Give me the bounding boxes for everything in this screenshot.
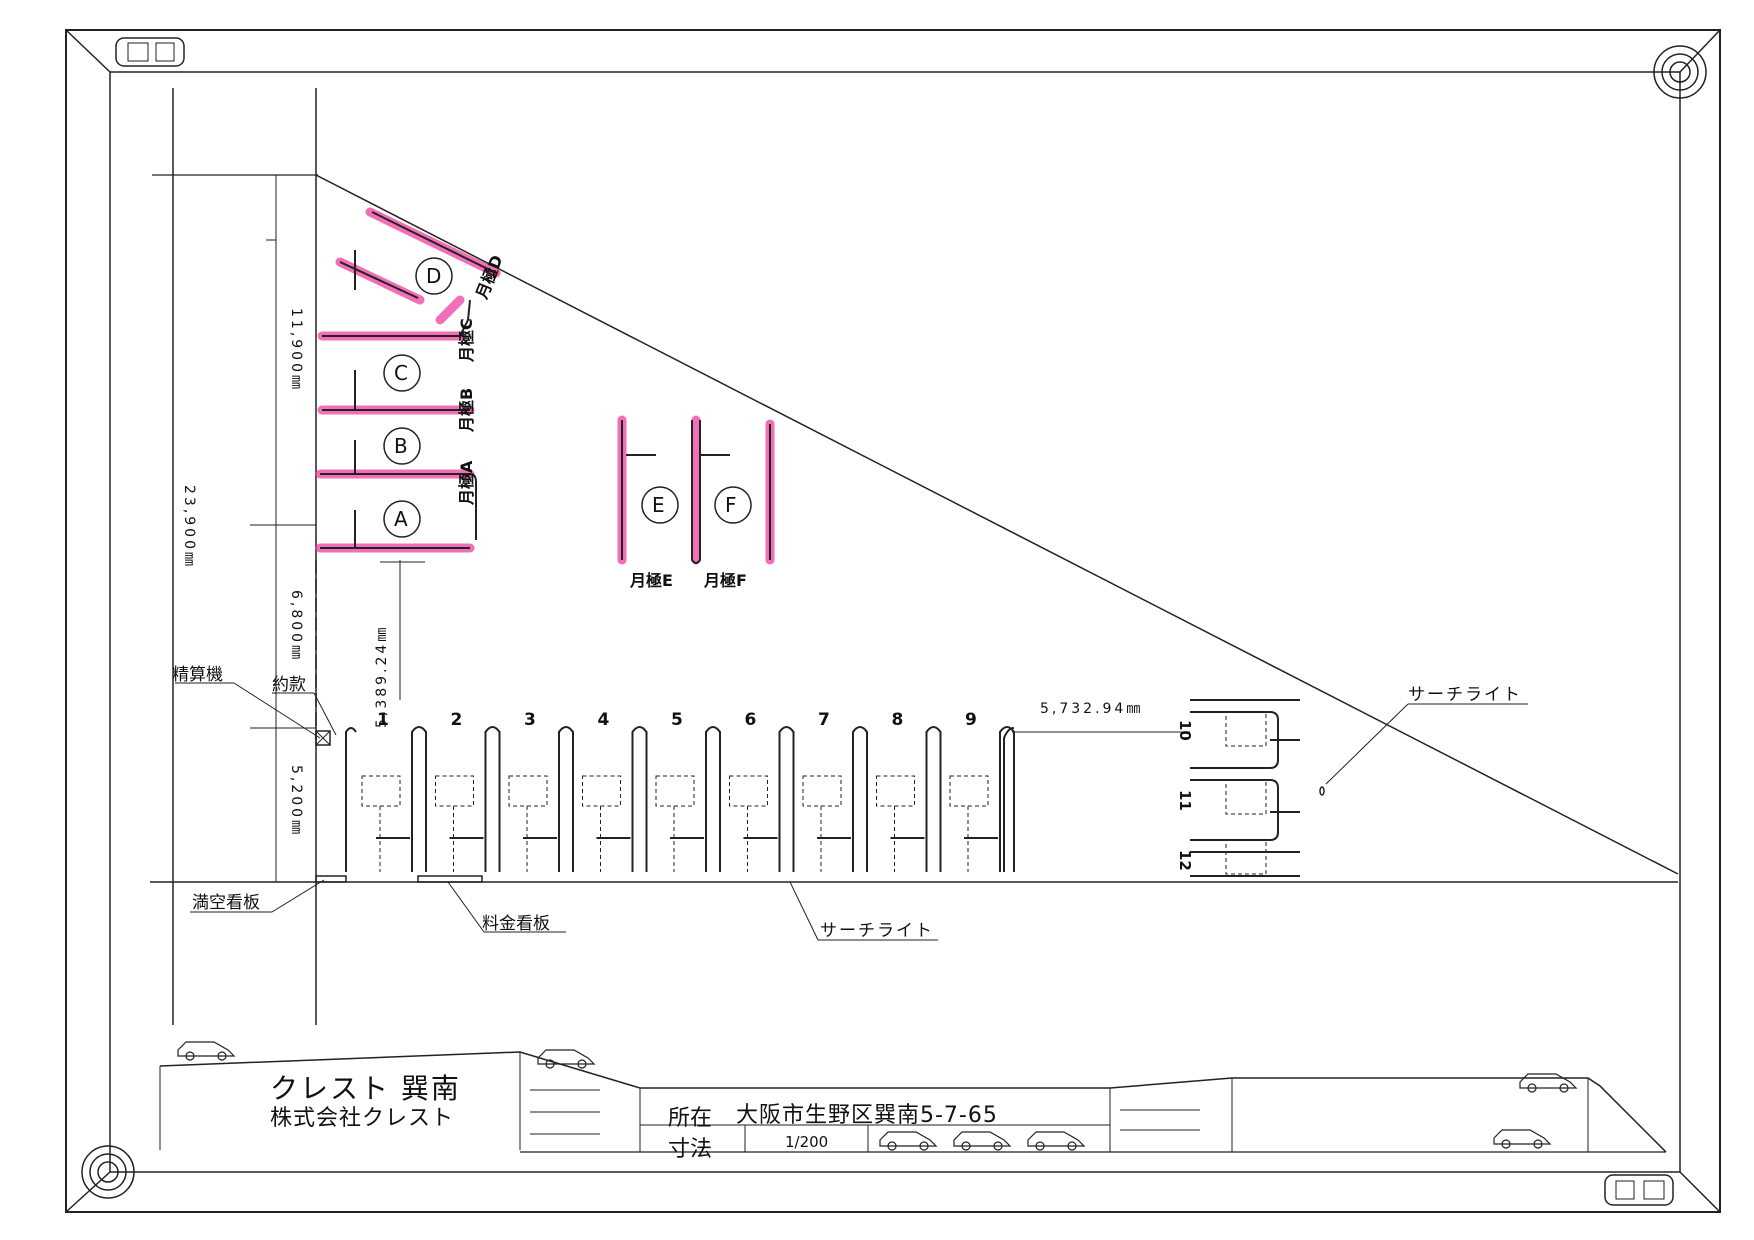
end-post bbox=[345, 727, 357, 872]
car-icon bbox=[953, 1131, 1012, 1151]
outer-frame bbox=[65, 29, 1721, 1213]
car-icon bbox=[879, 1131, 938, 1151]
space-number: 3 bbox=[524, 710, 536, 730]
svg-text:A: A bbox=[394, 507, 408, 531]
space-divider bbox=[705, 726, 721, 872]
svg-text:E: E bbox=[652, 493, 665, 517]
scale-value: 1/200 bbox=[785, 1133, 828, 1151]
monthly-label-a: 月極A bbox=[457, 460, 476, 506]
space-number: 4 bbox=[598, 710, 610, 730]
space-number: 7 bbox=[818, 710, 830, 730]
svg-text:F: F bbox=[725, 493, 737, 517]
monthly-space-b: B bbox=[383, 427, 421, 465]
title-band bbox=[159, 1051, 1667, 1153]
scale-label: 寸法 bbox=[668, 1137, 712, 1162]
dimension-5389: 5,389.24㎜ bbox=[374, 625, 390, 728]
parking-space-6: 6 bbox=[729, 710, 795, 872]
facility-name: クレスト 巽南 bbox=[270, 1072, 461, 1105]
space-number: 1 bbox=[377, 710, 389, 730]
searchlight-bottom-label: サーチライト bbox=[820, 921, 934, 941]
svg-text:D: D bbox=[426, 264, 441, 288]
monthly-space-d: D bbox=[415, 257, 453, 295]
parking-space-4: 4 bbox=[582, 710, 648, 872]
dimension-11900: 11,900㎜ bbox=[288, 308, 304, 392]
monthly-label-c: 月極C bbox=[457, 318, 476, 363]
location-value: 大阪市生野区巽南5-7-65 bbox=[736, 1103, 998, 1128]
space-number-10: 10 bbox=[1176, 720, 1194, 741]
corner-ornament-icon bbox=[81, 1145, 135, 1199]
dimension-6800: 6,800㎜ bbox=[288, 590, 304, 662]
svg-text:C: C bbox=[394, 361, 408, 385]
terms-label: 約款 bbox=[272, 675, 306, 695]
space-number: 6 bbox=[745, 710, 757, 730]
space-number-11: 11 bbox=[1176, 790, 1194, 811]
space-number-12: 12 bbox=[1176, 850, 1194, 871]
end-post bbox=[1003, 727, 1015, 872]
parking-space-5: 5 bbox=[655, 710, 721, 872]
space-divider bbox=[484, 726, 501, 872]
space-number: 9 bbox=[965, 710, 977, 730]
car-icon bbox=[537, 1049, 596, 1069]
full-sign-label: 満空看板 bbox=[192, 893, 260, 913]
monthly-space-c: C bbox=[383, 354, 421, 392]
right-spaces: 10 11 12 bbox=[1176, 699, 1300, 877]
svg-text:B: B bbox=[394, 434, 408, 458]
space-divider bbox=[999, 726, 1015, 872]
monthly-spaces-left: A B C D 月極A 月極B 月極C 月極D bbox=[315, 207, 507, 553]
parking-space-9: 9 bbox=[949, 710, 1015, 872]
space-divider bbox=[778, 726, 795, 872]
dimension-5200: 5,200㎜ bbox=[288, 765, 304, 837]
payment-machine-marker bbox=[315, 730, 331, 746]
space-number: 5 bbox=[671, 710, 683, 730]
location-label: 所在 bbox=[668, 1106, 712, 1131]
car-icon bbox=[1604, 1174, 1674, 1206]
space-number: 2 bbox=[451, 710, 463, 730]
parking-space-7: 7 bbox=[802, 710, 868, 872]
road-cars bbox=[177, 1041, 1578, 1151]
parking-space-1: 1 bbox=[361, 710, 427, 872]
space-divider bbox=[558, 726, 574, 872]
car-icon bbox=[177, 1041, 236, 1061]
car-icon bbox=[1519, 1073, 1578, 1093]
space-divider bbox=[631, 726, 648, 872]
company-name: 株式会社クレスト bbox=[270, 1106, 454, 1131]
space-divider bbox=[852, 726, 868, 872]
searchlight-top-label: サーチライト bbox=[1408, 685, 1522, 705]
corner-ornament-icon bbox=[1653, 45, 1707, 99]
payment-machine-label: 精算機 bbox=[172, 665, 223, 685]
fee-sign-label: 料金看板 bbox=[482, 914, 550, 934]
space-divider bbox=[925, 726, 942, 872]
car-icon bbox=[1027, 1131, 1086, 1151]
monthly-label-b: 月極B bbox=[457, 388, 476, 433]
site-boundary bbox=[150, 88, 1679, 1025]
monthly-spaces-center: E F 月極E 月極F bbox=[617, 415, 775, 590]
monthly-space-e: E bbox=[641, 486, 679, 524]
parking-space-8: 8 bbox=[876, 710, 942, 872]
monthly-label-e: 月極E bbox=[629, 571, 673, 590]
space-divider bbox=[411, 726, 427, 872]
monthly-space-a: A bbox=[383, 500, 421, 538]
dimension-5732: 5,732.94㎜ bbox=[1040, 701, 1143, 717]
monthly-label-f: 月極F bbox=[703, 571, 747, 590]
car-icon bbox=[115, 37, 185, 67]
parking-space-2: 2 bbox=[435, 710, 501, 872]
parking-space-3: 3 bbox=[508, 710, 574, 872]
space-number: 8 bbox=[892, 710, 904, 730]
searchlight-icon bbox=[1319, 786, 1325, 796]
numbered-spaces: 1 2 3 4 5 6 7 8 9 bbox=[345, 710, 1015, 872]
car-icon bbox=[1493, 1129, 1552, 1149]
dimension-23900: 23,900㎜ bbox=[181, 485, 197, 569]
monthly-space-f: F bbox=[714, 486, 752, 524]
